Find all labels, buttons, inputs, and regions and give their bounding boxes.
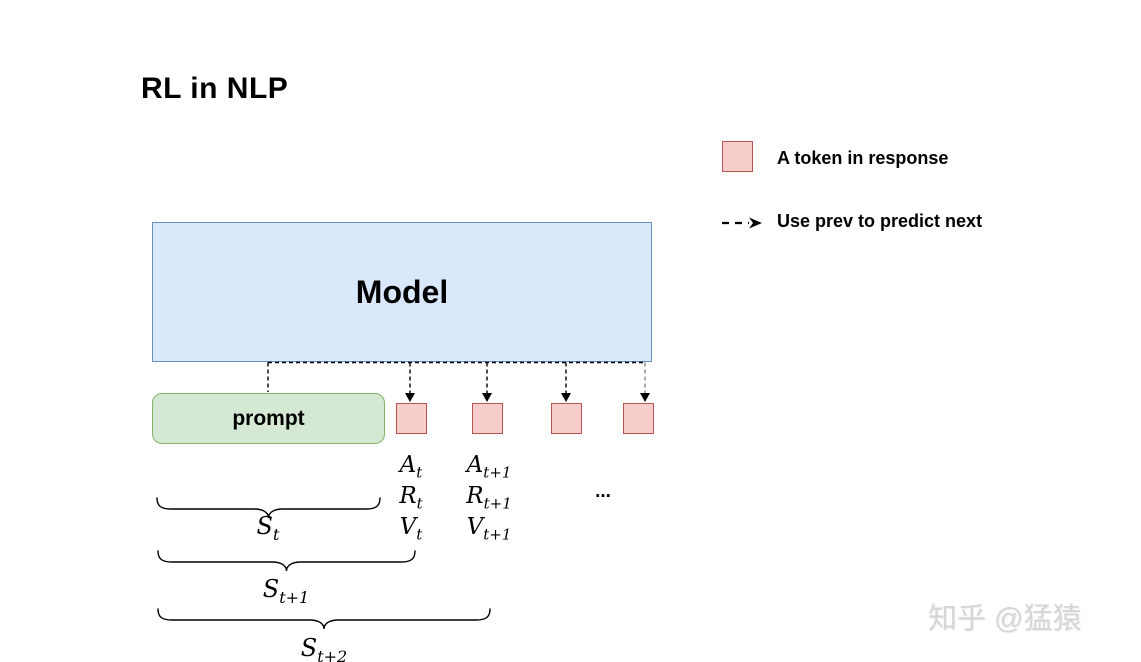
state-label-st1: St+1 xyxy=(262,575,310,607)
underbrace-st1 xyxy=(157,550,416,572)
response-token-square-4 xyxy=(623,403,654,434)
model-box: Model xyxy=(152,222,652,362)
token-2-value-labels: At+1 Rt+1 Vt+1 xyxy=(454,450,524,544)
arrow-down-icon xyxy=(640,393,650,402)
response-token-square-3 xyxy=(551,403,582,434)
label-advantage-t: At xyxy=(399,452,423,482)
legend-dashed-arrow-icon xyxy=(722,217,762,229)
legend-arrow-label: Use prev to predict next xyxy=(777,211,983,231)
label-reward-t1: Rt+1 xyxy=(466,483,512,513)
state-label-st: St xyxy=(256,512,280,544)
model-label: Model xyxy=(355,273,449,310)
prompt-label: prompt xyxy=(232,406,305,430)
label-advantage-t1: At+1 xyxy=(466,452,512,482)
prompt-box: prompt xyxy=(152,393,385,444)
ellipsis-more-tokens: ... xyxy=(595,481,611,502)
response-token-square-1 xyxy=(396,403,427,434)
watermark: 知乎 @猛猿 xyxy=(928,603,1082,635)
label-value-t1: Vt+1 xyxy=(466,514,512,544)
arrow-down-icon xyxy=(561,393,571,402)
label-reward-t: Rt xyxy=(399,483,423,513)
label-value-t: Vt xyxy=(399,514,423,544)
arrow-down-icon xyxy=(482,393,492,402)
legend-token-label: A token in response xyxy=(777,148,949,168)
token-1-value-labels: At Rt Vt xyxy=(381,450,441,544)
underbrace-st2 xyxy=(157,608,491,630)
legend-token-swatch xyxy=(722,141,753,172)
page-title: RL in NLP xyxy=(141,72,289,105)
state-label-st2: St+2 xyxy=(300,634,348,662)
arrow-down-icon xyxy=(405,393,415,402)
response-token-square-2 xyxy=(472,403,503,434)
